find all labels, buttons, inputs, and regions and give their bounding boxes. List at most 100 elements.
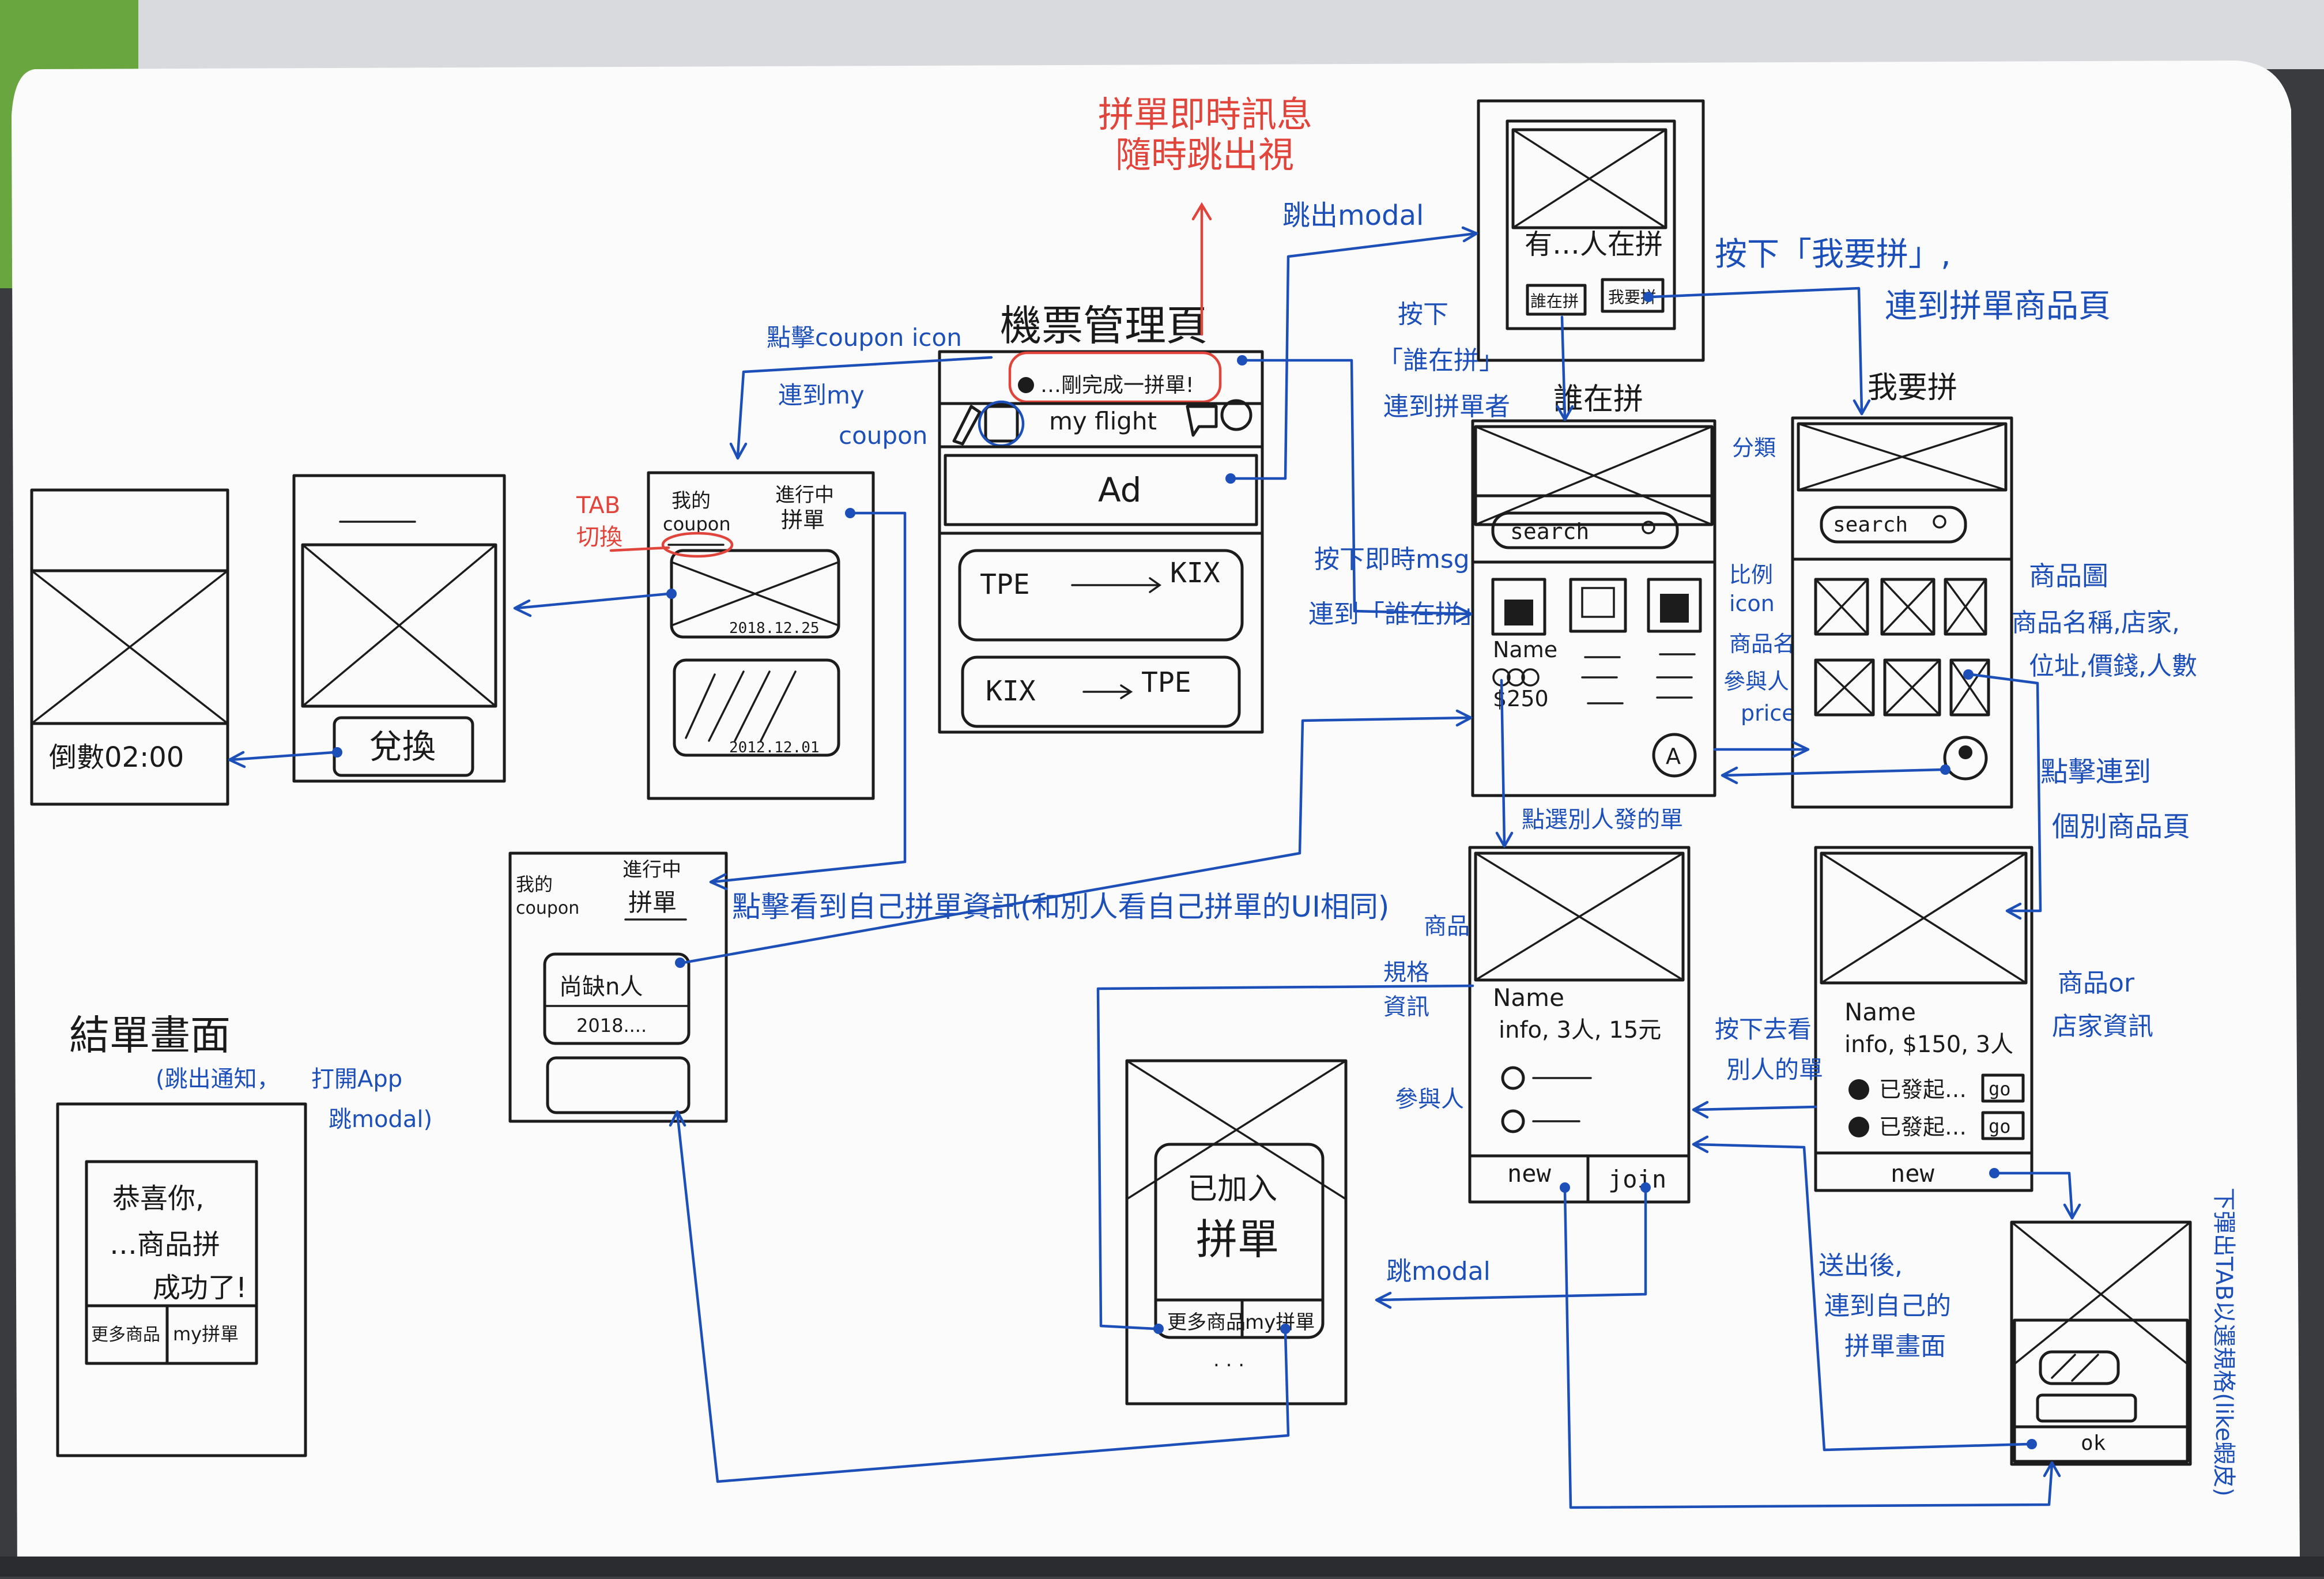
note-click-coupon: 點擊coupon icon: [767, 323, 962, 352]
route-card-1[interactable]: [958, 549, 1244, 642]
settlement-sub-3: 跳modal): [329, 1106, 432, 1133]
product-name: Name: [1844, 998, 1916, 1026]
join-join-button[interactable]: join: [1608, 1165, 1666, 1193]
flow-arrows: [228, 226, 2081, 1509]
category-icon-drink[interactable]: [1491, 578, 1546, 636]
note-product-image: 商品圖: [2029, 560, 2108, 591]
settlement-sub: (跳出通知，: [156, 1066, 280, 1092]
tab-ongoing-sub: 拼單: [781, 507, 825, 533]
ongoing-item[interactable]: [543, 952, 691, 1045]
ongoing-tab-ongoing-sub: 拼單: [628, 888, 677, 917]
note-after-send-3: 拼單畫面: [1844, 1332, 1946, 1361]
spec-option-2[interactable]: [2036, 1393, 2137, 1423]
ongoing-item-date: 2018....: [576, 1015, 647, 1037]
settlement-my-button[interactable]: my拼單: [173, 1323, 239, 1345]
note-press-who: 按下: [1398, 300, 1448, 329]
note-press-msg: 按下即時msg: [1314, 545, 1470, 574]
want-search[interactable]: [1820, 506, 1967, 544]
settlement-title: 結單畫面: [69, 1012, 231, 1059]
join-new-button[interactable]: new: [1507, 1159, 1552, 1188]
note-click-coupon-2: 連到my: [778, 381, 865, 409]
svg-text:. . .: . . .: [1213, 1348, 1244, 1371]
category-icon-box[interactable]: [1647, 578, 1702, 633]
spec-option[interactable]: [2039, 1350, 2120, 1385]
exchange-button[interactable]: [333, 716, 474, 777]
note-jump-modal-2: 跳modal: [1386, 1257, 1491, 1286]
who-item-name: Name: [1493, 637, 1557, 662]
side-category: 分類: [1732, 435, 1776, 461]
coupon-detail-screen: 兌換: [292, 474, 506, 783]
join-item-info: info, 3人, 15元: [1499, 1017, 1661, 1043]
modal-who-button[interactable]: [1526, 284, 1587, 316]
note-product-info-2: 位址,價錢,人數: [2029, 651, 2197, 681]
modal-screen: 有…人在拼 誰在拼 我要拼: [1477, 99, 1705, 362]
settlement-more-button[interactable]: 更多商品: [91, 1325, 160, 1345]
tab-my-coupon[interactable]: 我的: [671, 489, 711, 512]
tab-switch-note-2: 切換: [576, 524, 622, 551]
chat-icon[interactable]: [1186, 405, 1218, 437]
settlement-screen: 恭喜你, …商品拼 成功了! 更多商品 my拼單: [56, 1102, 307, 1457]
route-card-2[interactable]: [961, 655, 1241, 728]
joined-my-button[interactable]: my拼單: [1245, 1311, 1315, 1334]
note-product-info: 商品名稱,店家,: [2012, 608, 2180, 638]
joined-modal-screen: 已加入 拼單 更多商品 my拼單 . . .: [1125, 1059, 1348, 1405]
want-fab-button[interactable]: [1943, 736, 1988, 781]
settlement-msg-3: 成功了!: [153, 1272, 247, 1304]
route1-from: TPE: [980, 568, 1030, 601]
note-press-who-3: 連到拼單者: [1383, 392, 1510, 421]
coupon-date-1: 2018.12.25: [729, 620, 820, 637]
realtime-note-2: 隨時跳出視: [1115, 134, 1294, 176]
side-price: price: [1741, 700, 1795, 726]
want-title: 我要拼: [1867, 371, 1957, 405]
who-search[interactable]: [1491, 511, 1679, 549]
note-after-send-2: 連到自己的: [1824, 1291, 1951, 1321]
ad-label: Ad: [1098, 470, 1141, 510]
product-new-button[interactable]: new: [1891, 1159, 1935, 1188]
realtime-note: 拼單即時訊息: [1098, 93, 1312, 135]
who-fab-button[interactable]: [1652, 733, 1697, 778]
nav-label: my flight: [1049, 407, 1157, 435]
tab-switch-note: TAB: [576, 492, 620, 519]
settlement-msg-1: 恭喜你,: [112, 1182, 204, 1215]
tab-ongoing[interactable]: 進行中: [775, 484, 834, 507]
go-button-1[interactable]: [1981, 1073, 2025, 1103]
joined-more-button[interactable]: 更多商品: [1167, 1311, 1246, 1334]
flight-management-screen: 機票管理頁 …剛完成一拼單! my flight Ad TPE KIX KIX …: [938, 302, 1264, 734]
ongoing-tab-ongoing[interactable]: 進行中: [622, 858, 681, 881]
side-name: 商品名: [1729, 631, 1795, 657]
coupon-card-2[interactable]: [673, 658, 840, 757]
modal-who-label: 誰在拼: [1530, 292, 1579, 311]
category-icon-bus[interactable]: [1569, 578, 1627, 633]
route2-to: TPE: [1141, 666, 1191, 699]
want-search-icon: [1933, 515, 1946, 529]
note-popup-tab: 下彈出TAB以選規格(like蝦皮): [2210, 1188, 2237, 1497]
edit-icon[interactable]: [952, 405, 982, 446]
svg-text:A: A: [1666, 744, 1681, 769]
note-go-others-2: 別人的單: [1726, 1056, 1823, 1084]
notebook-page: [12, 61, 2300, 1577]
exchange-button-label: 兌換: [369, 727, 436, 766]
coupon-icon[interactable]: [984, 405, 1019, 443]
product-info: info, $150, 3人: [1844, 1031, 2013, 1058]
ongoing-item-title: 尚缺n人: [559, 974, 643, 1000]
go-button-2[interactable]: [1981, 1111, 2025, 1140]
note-click-product: 點擊連到: [2040, 756, 2151, 788]
realtime-banner[interactable]: …剛完成一拼單!: [1040, 374, 1194, 397]
product-group-1: 已發起…: [1879, 1077, 1967, 1102]
spec-ok-button[interactable]: ok: [2081, 1431, 2106, 1455]
ad-block[interactable]: [944, 454, 1258, 526]
countdown-screen: 倒數02:00: [30, 488, 229, 806]
joined-title-2: 拼單: [1196, 1215, 1279, 1264]
joined-title: 已加入: [1187, 1172, 1277, 1207]
go-button-2-label: go: [1989, 1116, 2011, 1137]
side-spec-2: 規格: [1383, 959, 1429, 986]
profile-icon[interactable]: [1220, 399, 1252, 431]
side-spec: 商品: [1424, 913, 1470, 940]
ongoing-item-2[interactable]: [546, 1056, 691, 1114]
note-view-others: 點選別人發的單: [1522, 807, 1683, 833]
ongoing-tab-mine[interactable]: 我的: [516, 873, 553, 895]
settlement-msg-2: …商品拼: [110, 1228, 220, 1261]
product-grid[interactable]: [1814, 578, 1990, 717]
